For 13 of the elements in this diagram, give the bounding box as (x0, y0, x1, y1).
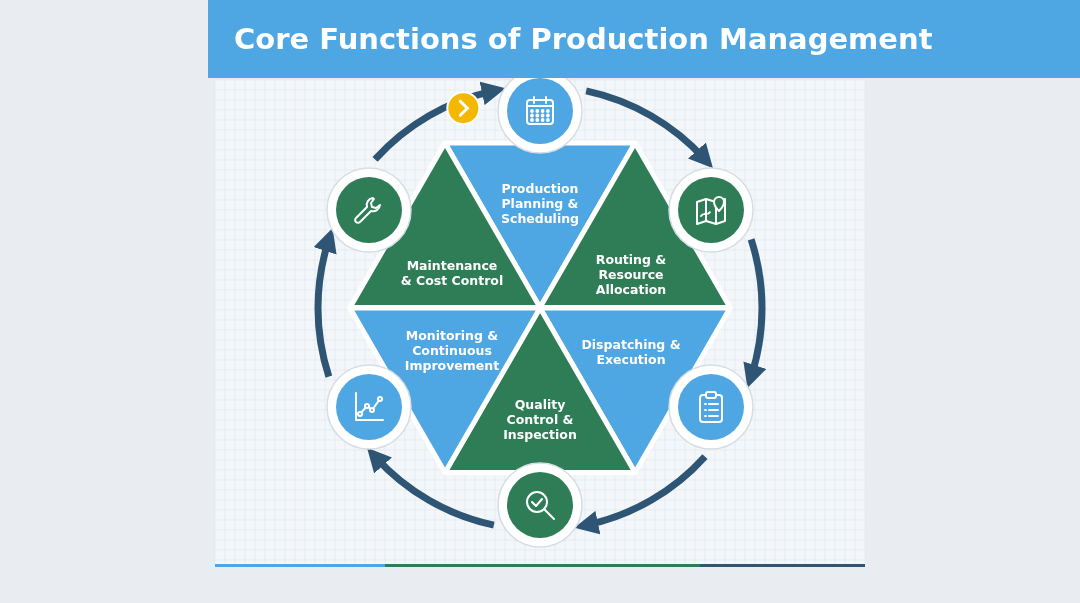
title-bar: Core Functions of Production Management (208, 0, 1080, 78)
segment-label: Production Planning & Scheduling (499, 180, 581, 226)
cycle-arrow (314, 227, 338, 378)
cycle-arrow (366, 448, 495, 529)
cycle-arrow (585, 87, 714, 168)
cycle-arrow (742, 238, 766, 389)
cycle-arrow (372, 82, 506, 162)
segment-label: Quality Control & Inspection (502, 396, 578, 442)
cycle-arrow (574, 454, 708, 534)
segment-label: Monitoring & Continuous Improvement (403, 327, 501, 373)
segment-label: Dispatching & Execution (580, 337, 682, 367)
segment-label: Maintenance & Cost Control (400, 258, 504, 288)
segment-label: Routing & Resource Allocation (594, 251, 668, 297)
